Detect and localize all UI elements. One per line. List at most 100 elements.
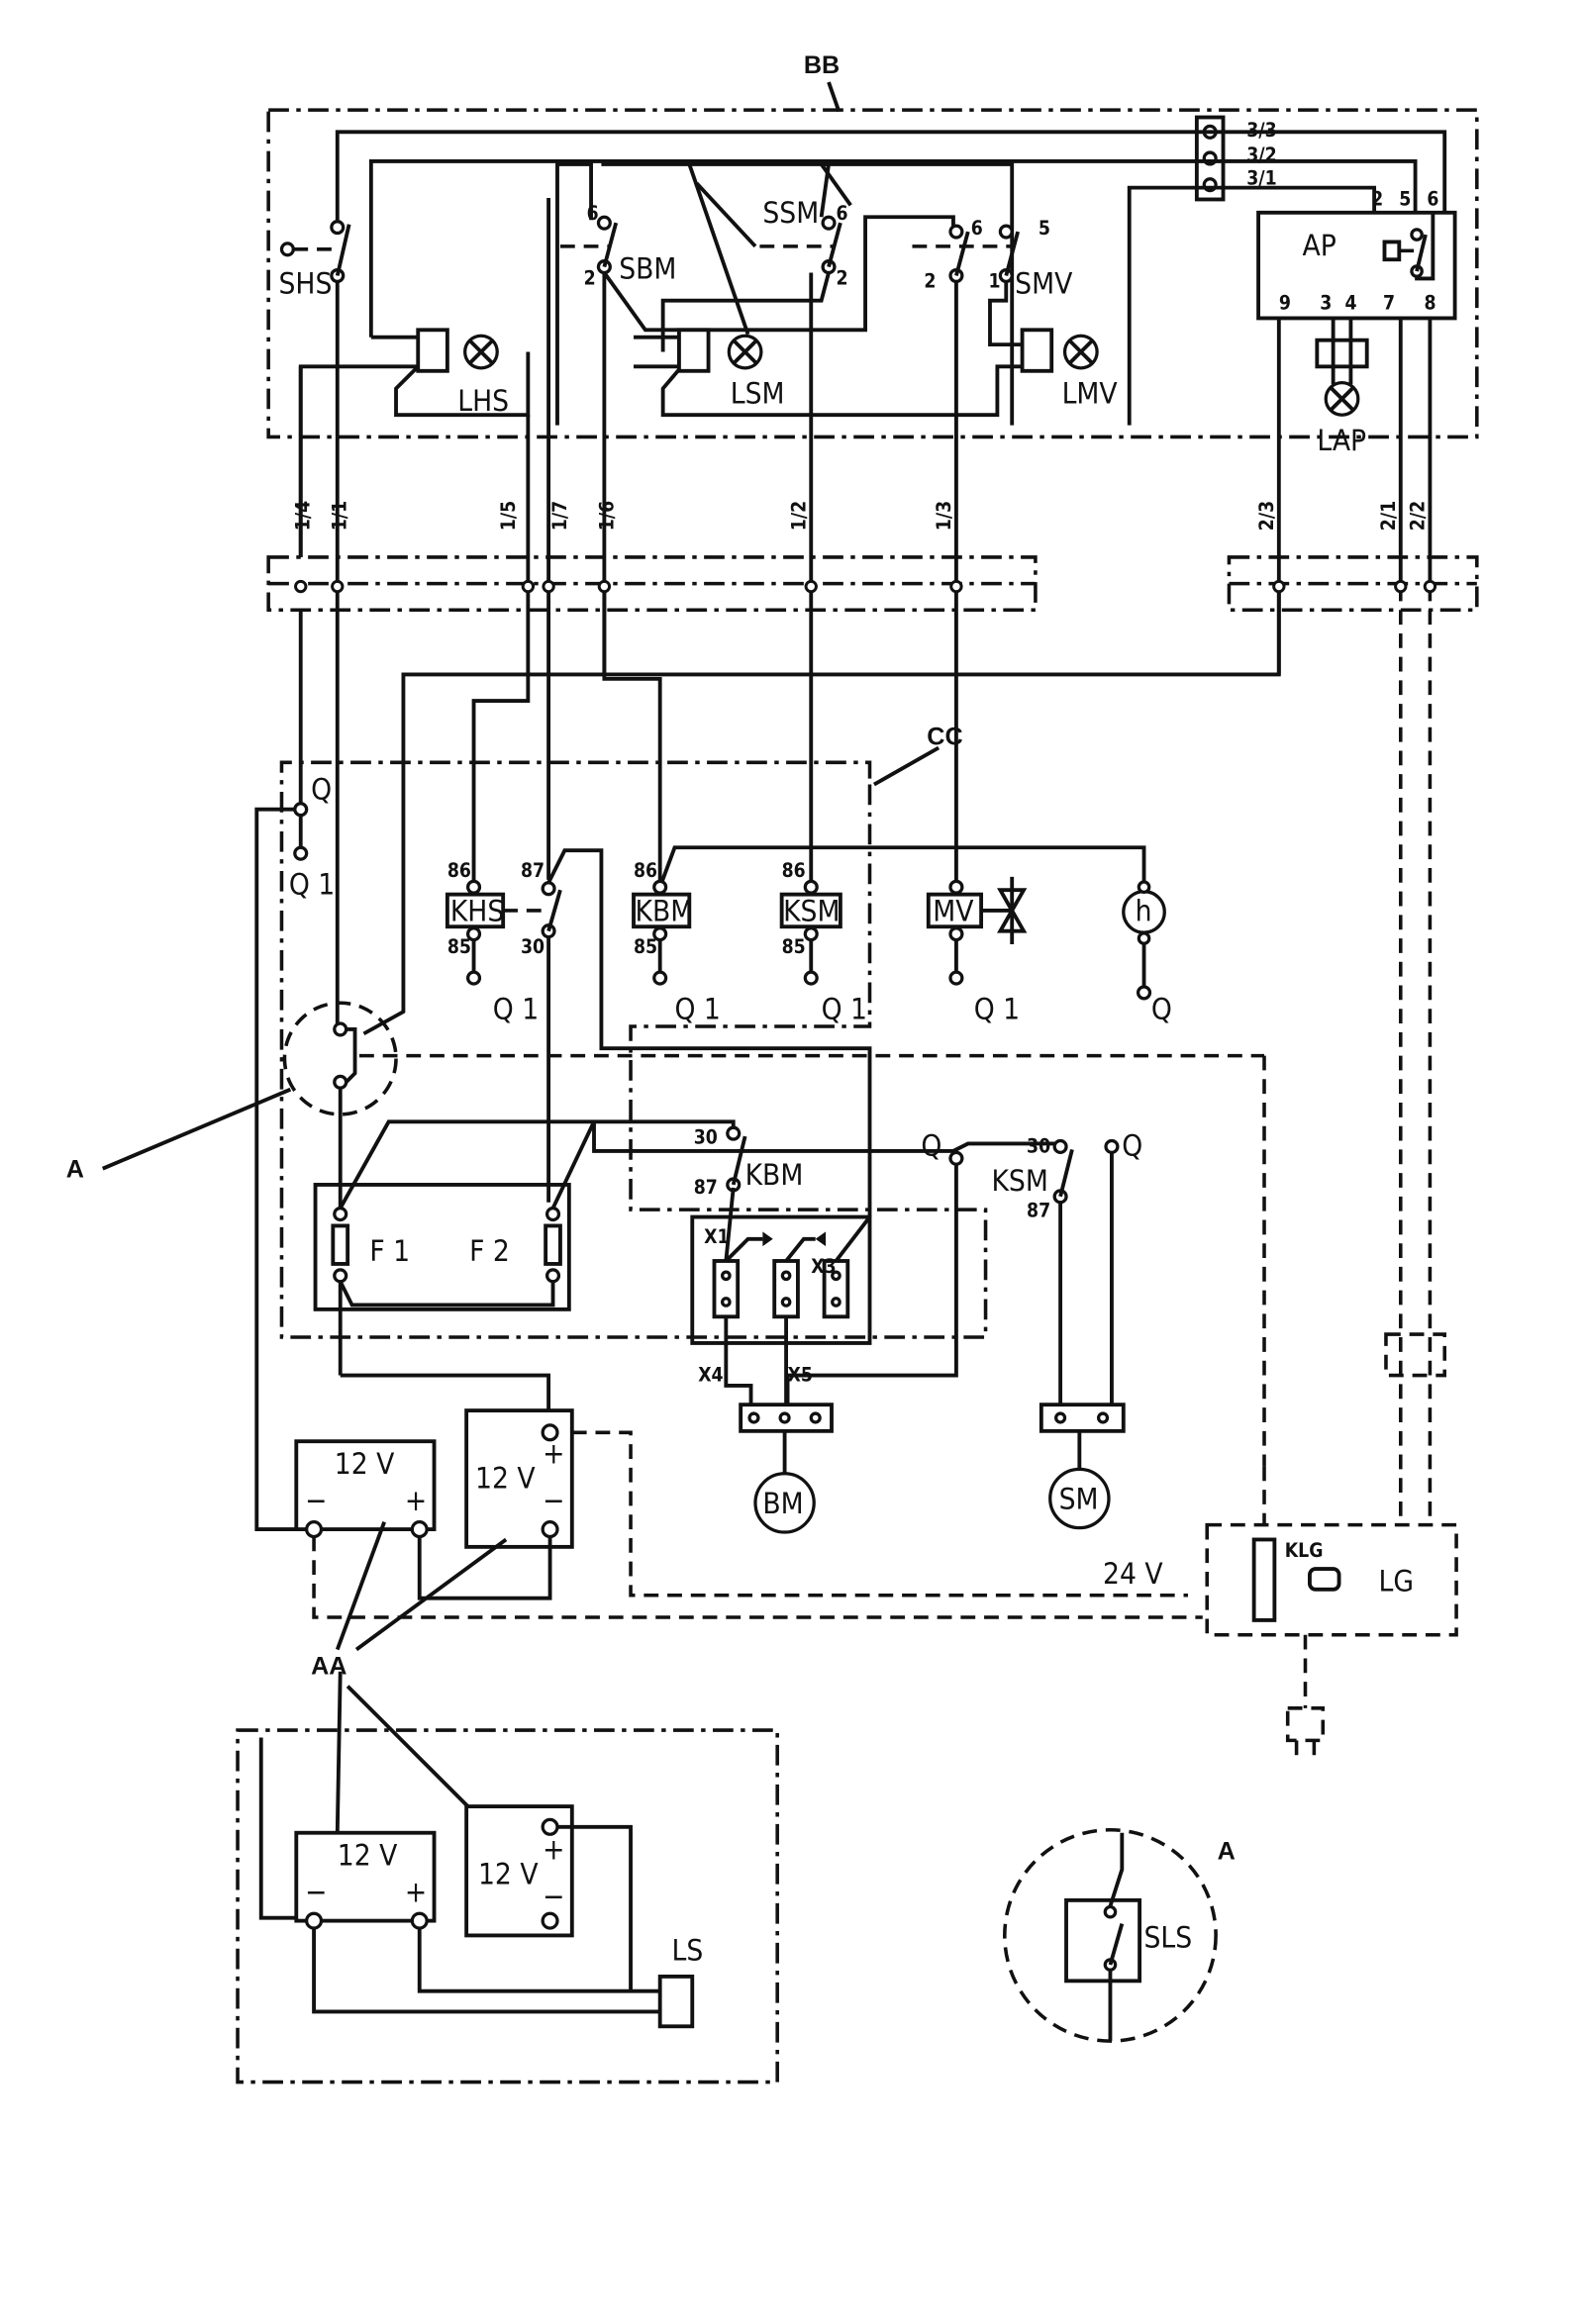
battery-1-minus: − bbox=[305, 1484, 327, 1517]
kbm-contact-30: 30 bbox=[694, 1125, 718, 1148]
bb-panel: BB 3/3 3/2 3/1 SHS 6 2 SBM SSM 6 2 6 5 2… bbox=[266, 51, 1479, 557]
pin-3-3: 3/3 bbox=[1246, 119, 1276, 142]
ap-pin-7: 7 bbox=[1383, 292, 1395, 315]
mv-label: MV bbox=[933, 894, 974, 927]
lamp-lmv: LMV bbox=[1020, 328, 1119, 410]
q1-label-kbm: Q 1 bbox=[674, 993, 720, 1026]
khs-pin85: 85 bbox=[447, 935, 471, 958]
relay-kbm: KBM 86 85 Q 1 bbox=[632, 845, 1146, 1026]
diode-block: X1 X3 X4 X5 bbox=[690, 1187, 872, 1408]
a-callout-main: A bbox=[66, 1156, 84, 1184]
sls-label: SLS bbox=[1144, 1920, 1193, 1954]
x1-label: X1 bbox=[704, 1225, 729, 1248]
battery-4-minus: − bbox=[543, 1880, 564, 1913]
ssm-pin6: 6 bbox=[836, 202, 847, 225]
v24-label: 24 V bbox=[1103, 1557, 1163, 1591]
ap-pin-9: 9 bbox=[1279, 292, 1291, 315]
terminal-1-1: 1/1 bbox=[329, 501, 351, 531]
battery-2-minus: − bbox=[543, 1484, 564, 1517]
battery-1-voltage: 12 V bbox=[335, 1447, 395, 1481]
ls-label: LS bbox=[672, 1934, 704, 1968]
ssm-pin2: 2 bbox=[836, 266, 847, 289]
battery-3-voltage: 12 V bbox=[338, 1838, 398, 1872]
terminal-1-3: 1/3 bbox=[933, 501, 955, 531]
smv-pin2: 2 bbox=[924, 269, 936, 292]
ksm-contact-30: 30 bbox=[1027, 1134, 1050, 1157]
lmv-label: LMV bbox=[1062, 376, 1119, 410]
q-label-h: Q bbox=[1151, 993, 1172, 1026]
lg-label: LG bbox=[1379, 1564, 1414, 1598]
ksm-pin85: 85 bbox=[782, 935, 806, 958]
terminal-2-3: 2/3 bbox=[1255, 501, 1278, 531]
battery-1-plus: + bbox=[405, 1484, 427, 1517]
solenoid-valve-mv: MV Q 1 Q bbox=[926, 876, 1172, 1026]
ksm-pin86: 86 bbox=[782, 859, 806, 882]
f2-label: F 2 bbox=[469, 1234, 510, 1268]
shs-label: SHS bbox=[279, 266, 333, 300]
f1-label: F 1 bbox=[369, 1234, 410, 1268]
batteries-main: 12 V − + 12 V + − AA bbox=[294, 1408, 1266, 1681]
khs-label: KHS bbox=[450, 894, 504, 927]
ksm-contact-87: 87 bbox=[1027, 1200, 1050, 1222]
q1-label-khs: Q 1 bbox=[493, 993, 539, 1026]
q-label-ksm-contact: Q bbox=[1122, 1128, 1142, 1162]
lhs-label: LHS bbox=[457, 384, 509, 418]
terminal-2-2: 2/2 bbox=[1406, 501, 1429, 531]
hour-meter-label: h bbox=[1136, 894, 1152, 927]
detail-a-sls: A SLS bbox=[1003, 1827, 1236, 2043]
fuse-block: F 1 F 2 bbox=[313, 1119, 1061, 1311]
battery-3-plus: + bbox=[405, 1875, 427, 1908]
kbm-contact-87: 87 bbox=[694, 1176, 718, 1199]
hour-meter: h bbox=[1122, 880, 1166, 1001]
terminal-1-6: 1/6 bbox=[595, 501, 618, 531]
pin-3-1: 3/1 bbox=[1246, 167, 1276, 190]
q-label-main: Q bbox=[311, 772, 332, 806]
bb-callout: BB bbox=[804, 51, 840, 79]
ap-pin-5: 5 bbox=[1399, 187, 1411, 210]
bb-panel-border bbox=[266, 108, 1479, 439]
relay-ksm: KSM 86 85 Q 1 bbox=[779, 859, 867, 1026]
x3-label: X3 bbox=[811, 1255, 836, 1278]
ap-pin-6: 6 bbox=[1427, 187, 1438, 210]
x4-label: X4 bbox=[698, 1363, 723, 1386]
lamp-lsm: LSM bbox=[634, 328, 1028, 418]
terminal-1-2: 1/2 bbox=[787, 501, 810, 531]
kbm-pin86: 86 bbox=[634, 859, 657, 882]
cc-panel: CC Q Q 1 KHS 86 85 87 30 Q 1 KBM 86 85 Q… bbox=[66, 610, 1266, 1532]
relay-khs: KHS 86 85 87 30 Q 1 bbox=[445, 848, 872, 1217]
battery-4-plus: + bbox=[543, 1832, 564, 1866]
cc-callout: CC bbox=[927, 724, 962, 751]
sls-detail-circle bbox=[282, 1001, 398, 1116]
ap-pin-2: 2 bbox=[1371, 187, 1383, 210]
khs-pin86: 86 bbox=[447, 859, 471, 882]
lap-label: LAP bbox=[1317, 424, 1366, 457]
ksm-label: KSM bbox=[783, 894, 840, 927]
ssm-label: SSM bbox=[762, 196, 819, 230]
terminal-2-1: 2/1 bbox=[1377, 501, 1400, 531]
sbm-pin6: 6 bbox=[587, 202, 599, 225]
q-label-kbm-contact: Q bbox=[921, 1128, 941, 1162]
bm-label: BM bbox=[762, 1487, 803, 1520]
ap-label: AP bbox=[1303, 229, 1336, 262]
motor-sm: SM bbox=[1039, 1403, 1126, 1530]
q1-label-mv: Q 1 bbox=[974, 993, 1020, 1026]
smv-pin5: 5 bbox=[1039, 217, 1050, 240]
smv-pin1: 1 bbox=[989, 269, 1001, 292]
bb-leader bbox=[827, 81, 842, 113]
sm-label: SM bbox=[1059, 1482, 1099, 1515]
ap-module: AP 2 5 6 9 3 4 7 8 LAP bbox=[1256, 187, 1457, 457]
kbm-pin85: 85 bbox=[634, 935, 657, 958]
ap-pin-3: 3 bbox=[1320, 292, 1332, 315]
ksm-contact-label: KSM bbox=[991, 1164, 1047, 1198]
q1-label-ksm: Q 1 bbox=[822, 993, 867, 1026]
lsm-label: LSM bbox=[731, 376, 785, 410]
terminal-strips: 1/4 1/1 1/5 1/7 1/6 1/2 1/3 2/3 2/1 2/2 bbox=[266, 501, 1479, 613]
khs-pin30: 30 bbox=[521, 935, 544, 958]
smv-label: SMV bbox=[1015, 266, 1073, 300]
a-callout-detail: A bbox=[1218, 1837, 1236, 1865]
ap-pin-4: 4 bbox=[1344, 292, 1356, 315]
battery-3-minus: − bbox=[305, 1875, 327, 1908]
battery-2-voltage: 12 V bbox=[475, 1462, 536, 1496]
